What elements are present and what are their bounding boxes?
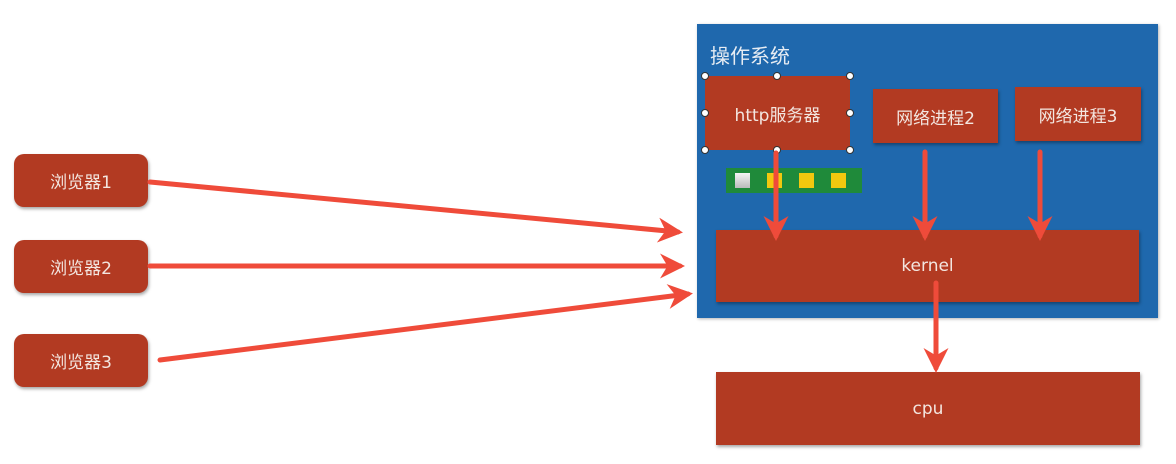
kernel-box: kernel	[716, 230, 1139, 302]
cpu-label: cpu	[912, 398, 944, 419]
browser-3-label: 浏览器3	[50, 353, 112, 373]
browser-3: 浏览器3	[14, 334, 148, 387]
arrow-browser3-to-os	[157, 284, 693, 363]
browser-1-label: 浏览器1	[50, 173, 112, 193]
browser-2-label: 浏览器2	[50, 259, 112, 279]
resize-handle[interactable]	[846, 109, 854, 117]
network-process-2-box: 网络进程2	[873, 89, 998, 143]
http-server-box[interactable]: http服务器	[705, 76, 850, 150]
browser-2: 浏览器2	[14, 240, 148, 293]
network-process-2-label: 网络进程2	[896, 108, 975, 129]
http-server-label: http服务器	[734, 105, 821, 126]
resize-handle[interactable]	[846, 146, 854, 154]
resize-handle[interactable]	[701, 72, 709, 80]
resize-handle[interactable]	[701, 146, 709, 154]
cpu-box: cpu	[716, 372, 1140, 445]
browser-1: 浏览器1	[14, 154, 148, 207]
network-process-3-label: 网络进程3	[1038, 106, 1118, 127]
network-process-3-box: 网络进程3	[1015, 87, 1141, 141]
queue-slot-filled	[831, 173, 846, 188]
resize-handle[interactable]	[701, 109, 709, 117]
arrow-browser1-to-os	[147, 179, 683, 243]
kernel-label: kernel	[901, 256, 954, 276]
os-title: 操作系统	[710, 44, 790, 68]
queue-slot-empty	[735, 173, 750, 188]
resize-handle[interactable]	[846, 72, 854, 80]
resize-handle[interactable]	[773, 72, 781, 80]
queue-slot-filled	[799, 173, 814, 188]
